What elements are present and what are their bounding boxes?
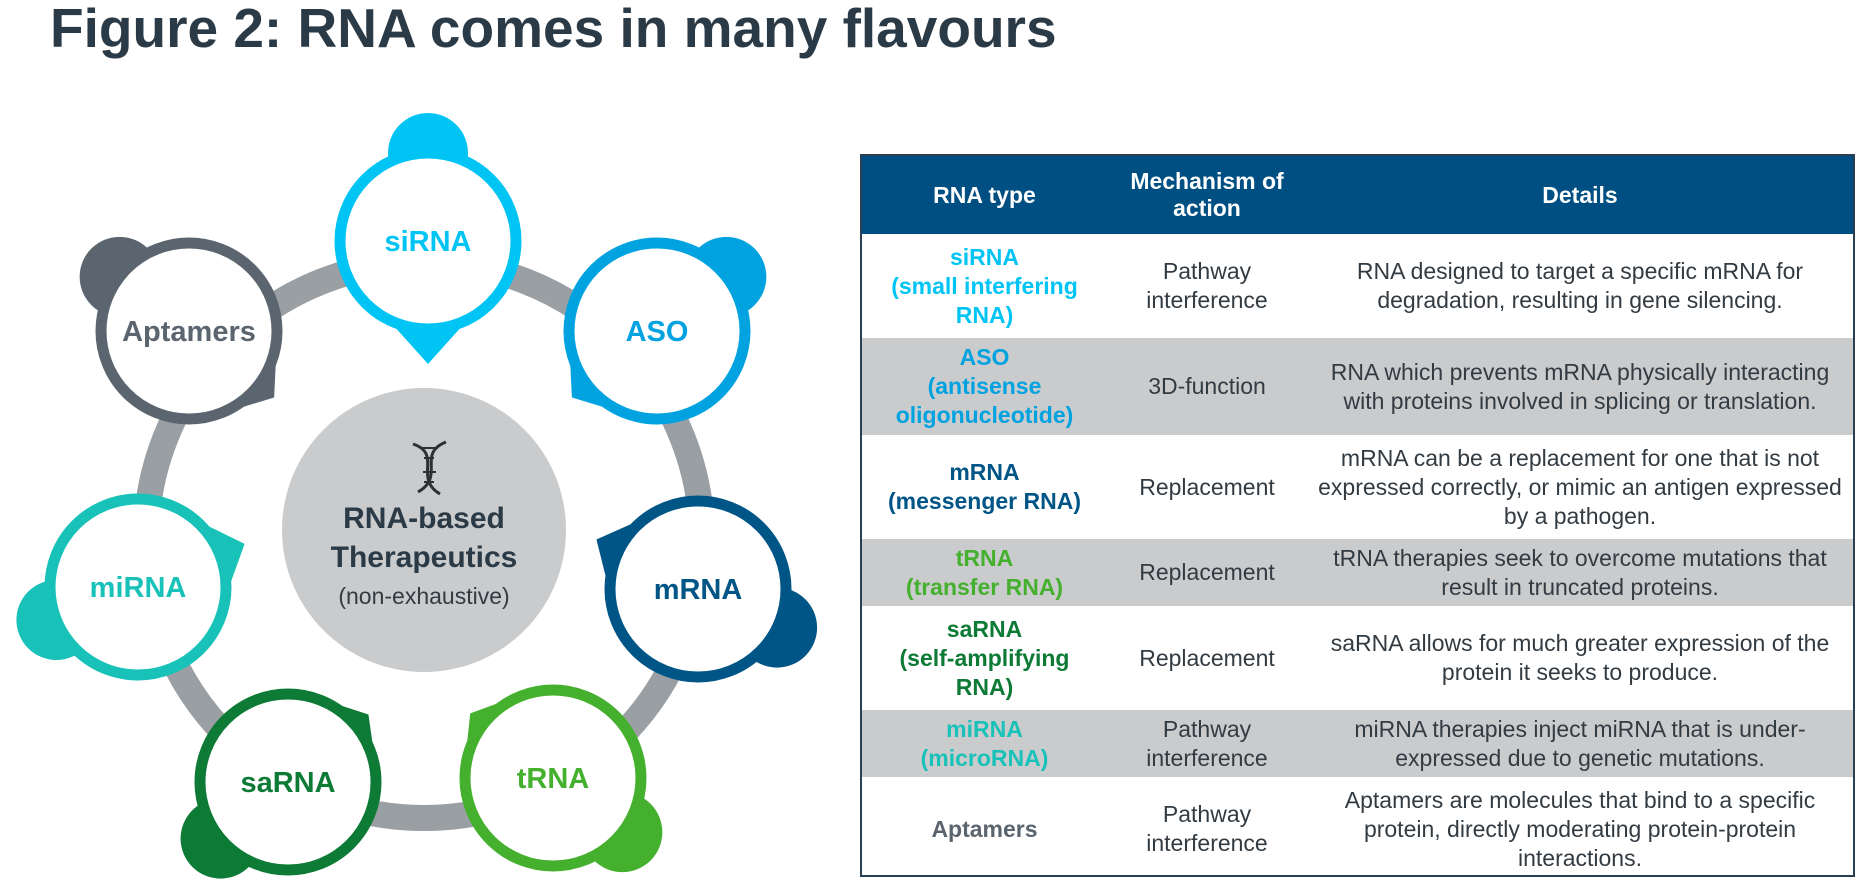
- mechanism-cell: Replacement: [1139, 644, 1275, 671]
- rna-type-name: tRNA: [955, 544, 1014, 571]
- rna-type-cell: mRNA (messenger RNA): [862, 435, 1107, 539]
- node-sirna: siRNA: [334, 113, 522, 364]
- rna-type-cell: miRNA(microRNA): [862, 710, 1107, 777]
- node-circle: [95, 237, 283, 425]
- node-aptamers: Aptamers: [79, 236, 283, 425]
- details-cell: tRNA therapies seek to overcome mutation…: [1307, 539, 1853, 606]
- rna-types-table: RNA type Mechanism of action Details siR…: [860, 154, 1855, 877]
- rna-type-fullname: (antisense oligonucleotide): [895, 373, 1074, 428]
- node-circle: [459, 684, 647, 872]
- rna-type-name: siRNA: [949, 243, 1019, 270]
- rna-type-name: ASO: [959, 344, 1010, 370]
- node-label: Aptamers: [122, 316, 256, 348]
- node-circle: [44, 493, 232, 681]
- rna-type-fullname: (transfer RNA): [905, 573, 1064, 600]
- node-label: ASO: [626, 316, 689, 348]
- node-label: siRNA: [384, 226, 471, 258]
- rna-type-name: Aptamers: [931, 815, 1038, 842]
- center-title-line2: Therapeutics: [331, 541, 518, 574]
- rna-type-cell: ASO (antisense oligonucleotide): [862, 338, 1107, 435]
- table-row: mRNA (messenger RNA) Replacement mRNA can b…: [862, 435, 1853, 539]
- node-circle: [334, 147, 522, 335]
- rna-type-fullname: (small interfering RNA): [891, 272, 1078, 328]
- node-pointer-shape: [391, 323, 465, 364]
- center-subtitle: (non-exhaustive): [338, 583, 509, 609]
- details-cell: mRNA can be a replacement for one that i…: [1318, 444, 1842, 529]
- center-circle: [282, 388, 566, 672]
- node-sarna: saRNA: [180, 688, 382, 879]
- node-mirna: miRNA: [16, 493, 245, 681]
- node-label: tRNA: [517, 763, 590, 795]
- table-row: saRNA(self-amplifying RNA) Replacement saR…: [862, 606, 1853, 710]
- node-circle: [563, 237, 751, 425]
- header-rna-type: RNA type: [862, 156, 1107, 234]
- page-title: Figure 2: RNA comes in many flavours: [50, 0, 1057, 59]
- node-label: mRNA: [654, 574, 743, 606]
- details-cell: RNA designed to target a specific mRNA f…: [1356, 258, 1804, 313]
- rna-type-cell: saRNA(self-amplifying RNA): [862, 606, 1107, 710]
- node-circle: [194, 688, 382, 876]
- mechanism-cell: 3D-function: [1107, 338, 1307, 435]
- details-cell: Aptamers are molecules that bind to a sp…: [1344, 786, 1816, 871]
- rna-type-name: miRNA: [946, 715, 1023, 742]
- mechanism-cell: Replacement: [1107, 539, 1307, 606]
- node-mrna: mRNA: [596, 495, 818, 683]
- rna-type-cell: siRNA(small interfering RNA): [862, 234, 1107, 338]
- mechanism-cell: Pathway interference: [1146, 258, 1268, 313]
- rna-type-fullname: (messenger RNA): [888, 488, 1081, 514]
- rna-therapeutics-wheel: RNA-based Therapeutics (non-exhaustive) …: [16, 113, 818, 879]
- header-mechanism: Mechanism of action: [1107, 156, 1307, 234]
- rna-type-fullname: (microRNA): [920, 744, 1049, 771]
- table-row: ASO (antisense oligonucleotide) 3D-functio…: [862, 338, 1853, 435]
- rna-type-name: mRNA: [949, 459, 1020, 485]
- center-title-line1: RNA-based: [343, 502, 505, 535]
- details-cell: miRNA therapies inject miRNA that is und…: [1307, 710, 1853, 777]
- rna-type-fullname: (self-amplifying RNA): [899, 644, 1070, 700]
- rna-type-name: saRNA: [946, 615, 1023, 642]
- details-cell: saRNA allows for much greater expression…: [1330, 630, 1830, 685]
- node-circle: [604, 495, 792, 683]
- header-details: Details: [1307, 156, 1853, 234]
- node-trna: tRNA: [459, 684, 663, 873]
- table-row: siRNA(small interfering RNA) Pathway inte…: [862, 234, 1853, 338]
- mechanism-cell: Pathway interference: [1146, 801, 1268, 856]
- table-header-row: RNA type Mechanism of action Details: [862, 156, 1853, 234]
- table-row: Aptamers Pathway interference Aptamers are…: [862, 777, 1853, 881]
- node-label: saRNA: [240, 767, 335, 799]
- details-cell: RNA which prevents mRNA physically inter…: [1307, 338, 1853, 435]
- mechanism-cell: Replacement: [1139, 473, 1275, 500]
- node-label: miRNA: [90, 572, 187, 604]
- node-aso: ASO: [563, 236, 767, 425]
- dna-helix-icon: [412, 440, 447, 496]
- mechanism-cell: Pathway interference: [1107, 710, 1307, 777]
- rna-type-cell: Aptamers: [862, 777, 1107, 881]
- rna-type-cell: tRNA(transfer RNA): [862, 539, 1107, 606]
